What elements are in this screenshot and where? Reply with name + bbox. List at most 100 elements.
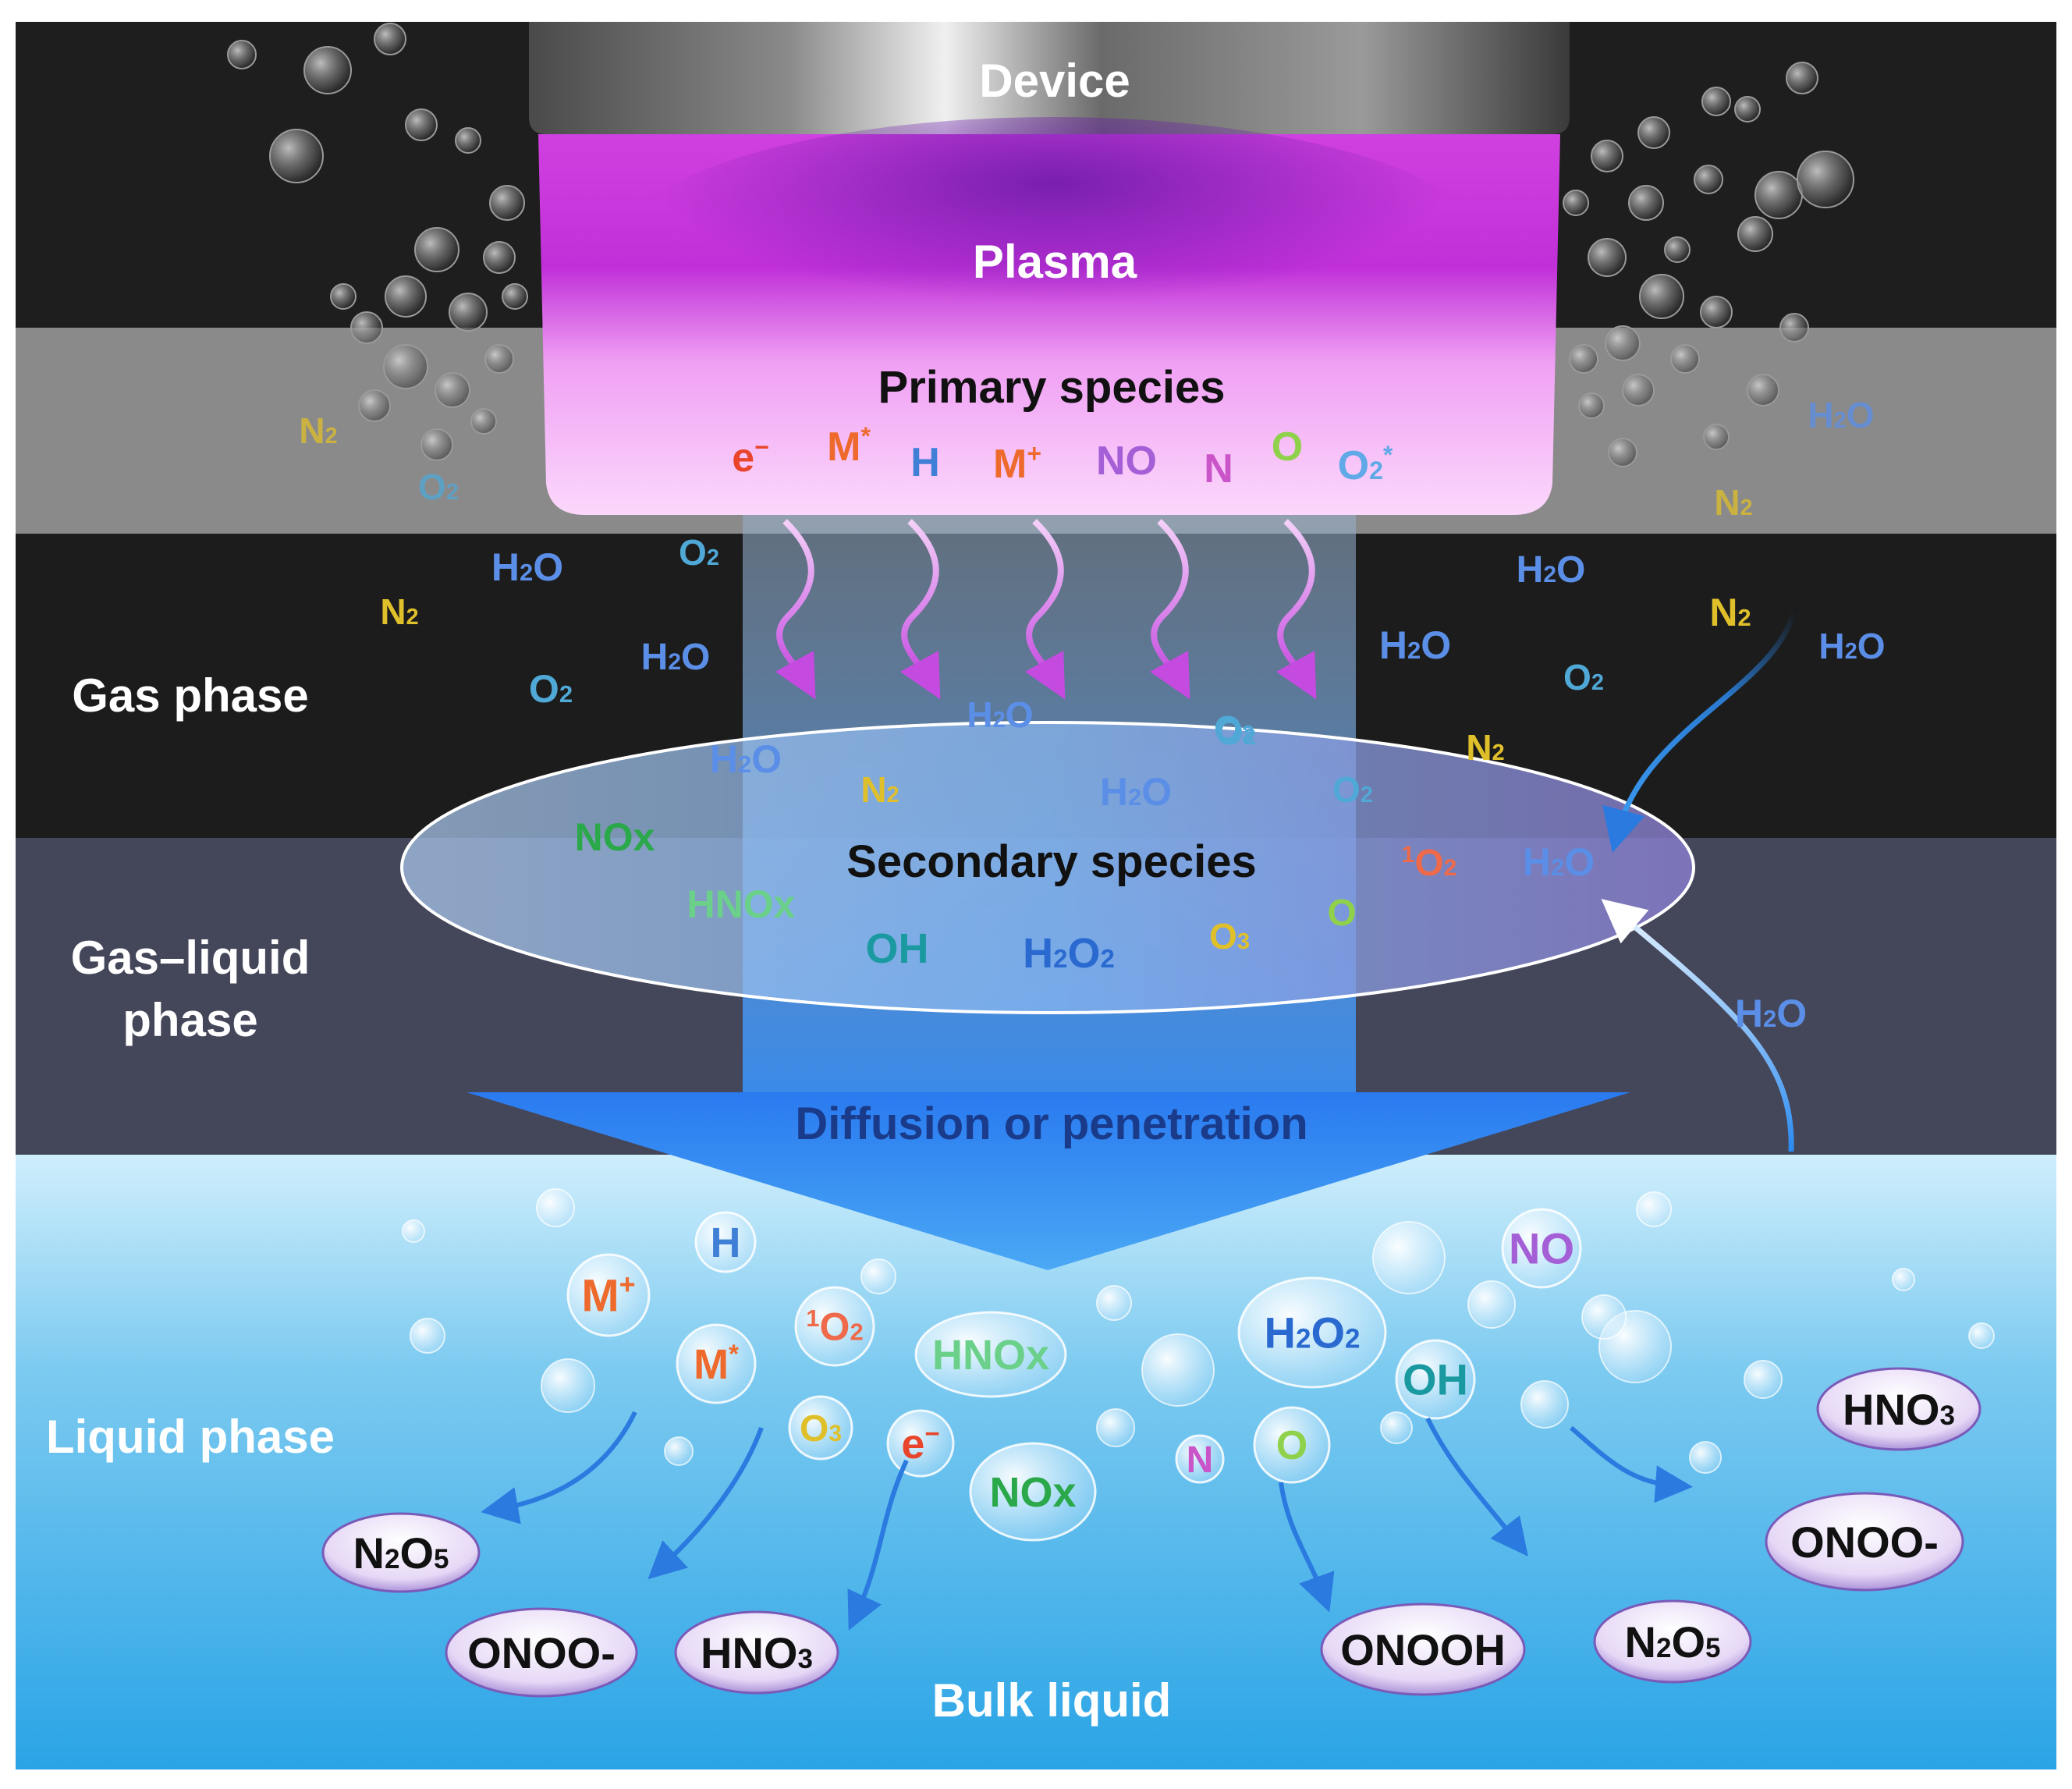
gas-bubble: [1608, 438, 1637, 467]
secondary-species-item: OH: [866, 925, 929, 972]
gas-bubble: [489, 185, 525, 221]
secondary-species-item: O3: [1209, 916, 1250, 957]
gas-bubble: [1639, 274, 1684, 319]
gas-bubble: [227, 40, 257, 69]
species-bubble: [788, 1395, 853, 1461]
gas-bubble: [1569, 344, 1598, 374]
liquid-species-item: 1O2: [806, 1304, 863, 1349]
secondary-species-item: N2: [860, 769, 899, 810]
gas-molecule: H2O: [641, 637, 711, 678]
reaction-arrow: [1279, 1482, 1335, 1613]
reaction-arrow: [1570, 1425, 1693, 1503]
liquid-species-item: M+: [581, 1268, 635, 1321]
gas-bubble: [1670, 344, 1700, 374]
species-bubble: [969, 1442, 1097, 1542]
reaction-arrows: [481, 1411, 1693, 1631]
gas-phase-label: Gas phase: [72, 669, 309, 722]
gas-bubble: [1754, 171, 1803, 219]
product-item: ONOOH: [1340, 1625, 1506, 1674]
secondary-species-item: H2O: [710, 737, 782, 781]
secondary-species-item: N2: [1466, 727, 1504, 768]
primary-species-item: NO: [1096, 438, 1157, 484]
secondary-species-item: H2O: [967, 694, 1033, 735]
product-bubble: [1320, 1603, 1526, 1696]
liquid-species-item: M*: [694, 1339, 739, 1388]
secondary-species-item: O2: [1332, 769, 1373, 810]
product-bubble: [321, 1512, 481, 1593]
gas-molecule: H2O: [1808, 395, 1874, 435]
gas-bubble: [1786, 62, 1818, 94]
evaporation-arrow: [1601, 899, 1794, 1152]
secondary-species-item: H2O2: [1023, 930, 1115, 977]
liquid-bubble: [1096, 1285, 1132, 1321]
product-item: N2O5: [353, 1528, 449, 1578]
gas-bubble: [1628, 185, 1664, 221]
gas-molecule: O2: [529, 667, 573, 711]
liquid-bubble: [1372, 1221, 1446, 1294]
liquid-bubble: [1096, 1408, 1135, 1447]
liquid-bubbles: [402, 1188, 1995, 1474]
liquid-species-item: NOx: [989, 1469, 1076, 1516]
gas-bubble: [1701, 87, 1731, 116]
gas-molecule: H2O: [1379, 623, 1451, 667]
gas-bubble: [1747, 374, 1779, 406]
gas-bubble: [1797, 151, 1854, 208]
gas-bubble: [1622, 374, 1655, 406]
liquid-bubble: [1581, 1294, 1627, 1340]
gas-bubble: [449, 293, 488, 332]
gas-bubble: [1563, 190, 1589, 216]
primary-species-item: M+: [993, 439, 1041, 487]
gas-bubble: [1737, 216, 1773, 252]
gas-bubble: [1578, 392, 1605, 419]
gas-bubble: [1734, 96, 1761, 122]
liquid-bubble: [1141, 1333, 1215, 1407]
liquid-species-item: O: [1276, 1423, 1307, 1468]
gas-molecule: N2: [380, 591, 418, 632]
gas-molecule: O2: [418, 467, 459, 507]
gas-bubble: [383, 344, 428, 389]
liquid-bubble: [1636, 1191, 1672, 1227]
liquid-phase-label: Liquid phase: [46, 1411, 335, 1463]
liquid-bubble: [1892, 1268, 1915, 1291]
gas-bubble: [1605, 325, 1641, 361]
product-bubble: [1816, 1367, 1982, 1451]
product-bubble: [674, 1610, 839, 1695]
product-bubble: [1765, 1492, 1964, 1592]
gas-molecule: O2: [1214, 708, 1254, 749]
gas-bubble: [414, 227, 459, 272]
gas-bubble: [455, 127, 481, 154]
diffusion-label: Diffusion or penetration: [795, 1099, 1307, 1149]
liquid-species-item: O3: [800, 1408, 842, 1450]
gas-bubble: [385, 275, 427, 318]
species-bubble: [566, 1253, 651, 1337]
liquid-bubble: [1744, 1360, 1783, 1399]
species-bubble: [1175, 1434, 1225, 1484]
liquid-bubble: [410, 1318, 445, 1354]
device-block: [529, 22, 1570, 134]
diffusion-arrow: [467, 1092, 1630, 1270]
gas-molecule: O2: [1563, 657, 1604, 697]
secondary-species-item: 1O2: [1402, 842, 1457, 884]
species-bubble: [694, 1211, 757, 1273]
liquid-species-item: HNOx: [932, 1332, 1049, 1379]
liquid-bubble: [1520, 1380, 1569, 1429]
species-bubble: [1253, 1406, 1331, 1484]
product-item: ONOO-: [467, 1628, 616, 1677]
secondary-species-item: O2: [1215, 712, 1256, 752]
secondary-species-item: O: [1327, 893, 1356, 934]
product-item: HNO3: [701, 1628, 813, 1677]
reaction-arrow: [847, 1459, 909, 1631]
gas-bubble: [350, 311, 383, 344]
primary-species-title: Primary species: [878, 362, 1226, 413]
liquid-bubble: [664, 1436, 694, 1466]
species-bubble: [1395, 1339, 1476, 1420]
liquid-bubble: [1689, 1441, 1722, 1474]
liquid-bubble: [1467, 1280, 1516, 1329]
secondary-species-item: HNOx: [687, 882, 796, 926]
gas-bubble: [1700, 296, 1733, 328]
plasma-label: Plasma: [973, 236, 1137, 288]
primary-species-item: M*: [827, 422, 871, 470]
